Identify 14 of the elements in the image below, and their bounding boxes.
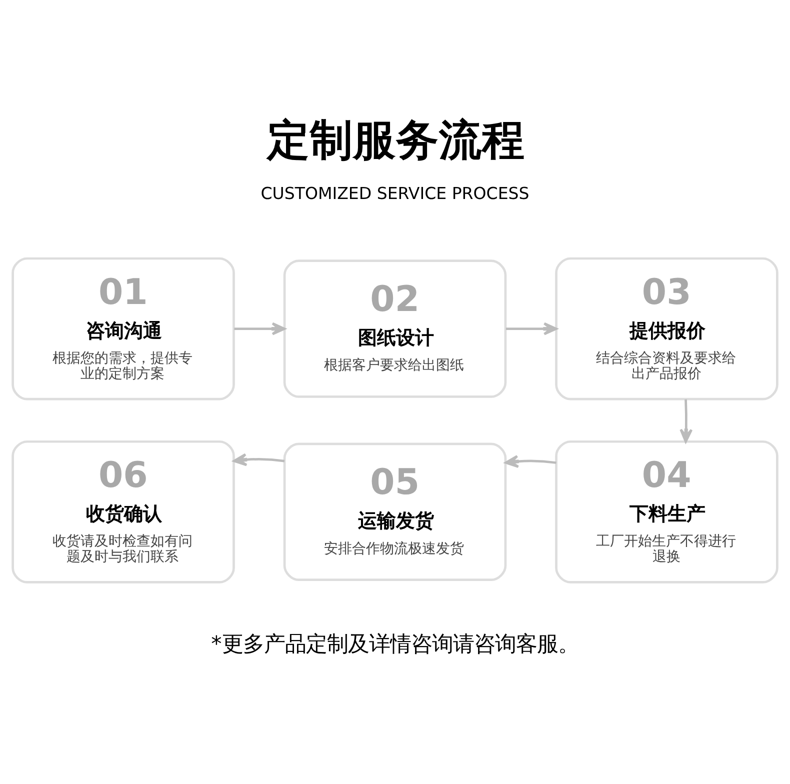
node-box: 05 运输发货 安排合作物流极速发货 <box>283 442 507 582</box>
arrow <box>504 454 556 468</box>
label: CUSTOMIZED SERVICE PROCESS <box>260 184 530 204</box>
node-box: 04 下料生产 工厂开始生产不得进行退换 <box>555 440 778 584</box>
node-box: 02 图纸设计 根据客户要求给出图纸 <box>283 260 507 398</box>
arrow <box>234 322 286 336</box>
node-box: 01 咨询沟通 根据您的需求，提供专业的定制方案 <box>12 257 235 400</box>
label: *更多产品定制及详情咨询请咨询客服。 <box>211 632 579 658</box>
arrow <box>506 322 558 336</box>
arrow <box>233 453 285 466</box>
node-box: 06 收货确认 收货请及时检查如有问题及时与我们联系 <box>12 440 235 584</box>
node-box: 03 提供报价 结合综合资料及要求给出产品报价 <box>555 257 778 400</box>
diagram-title: 定制服务流程 <box>266 116 525 166</box>
arrow <box>680 399 693 443</box>
